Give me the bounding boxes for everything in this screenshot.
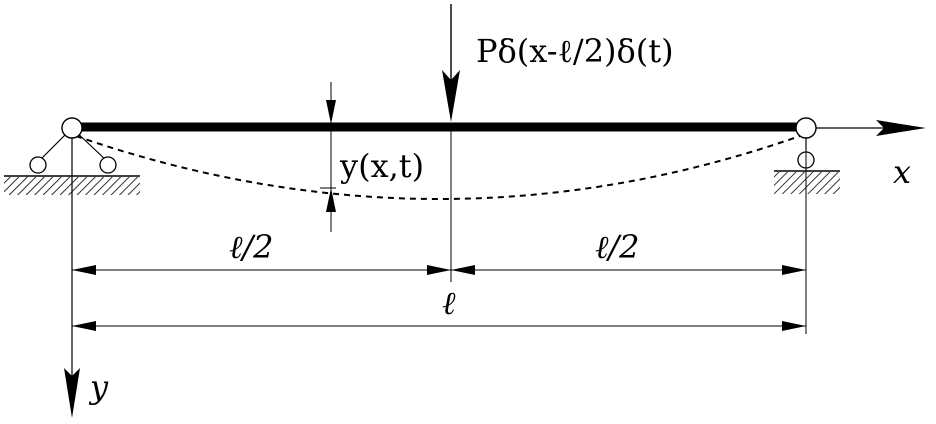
- deflection-label: y(x,t): [339, 147, 424, 185]
- half-span-label-right: ℓ/2: [595, 228, 639, 266]
- load-label: Pδ(x-ℓ/2)δ(t): [476, 32, 674, 70]
- y-axis-label: y: [88, 368, 109, 406]
- half-span-label-left: ℓ/2: [229, 228, 273, 266]
- deflection-dimension: [320, 82, 336, 232]
- x-axis-arrow: [816, 120, 926, 136]
- left-pin: [61, 117, 83, 139]
- total-span-label: ℓ: [442, 284, 456, 322]
- total-span-dimension: [72, 321, 806, 331]
- x-axis-label: x: [893, 153, 911, 191]
- right-pin: [795, 117, 817, 139]
- load-arrow: [442, 4, 460, 122]
- half-span-dimension: [72, 265, 806, 275]
- deflection-curve: [75, 135, 801, 200]
- y-axis-arrow: [64, 138, 80, 418]
